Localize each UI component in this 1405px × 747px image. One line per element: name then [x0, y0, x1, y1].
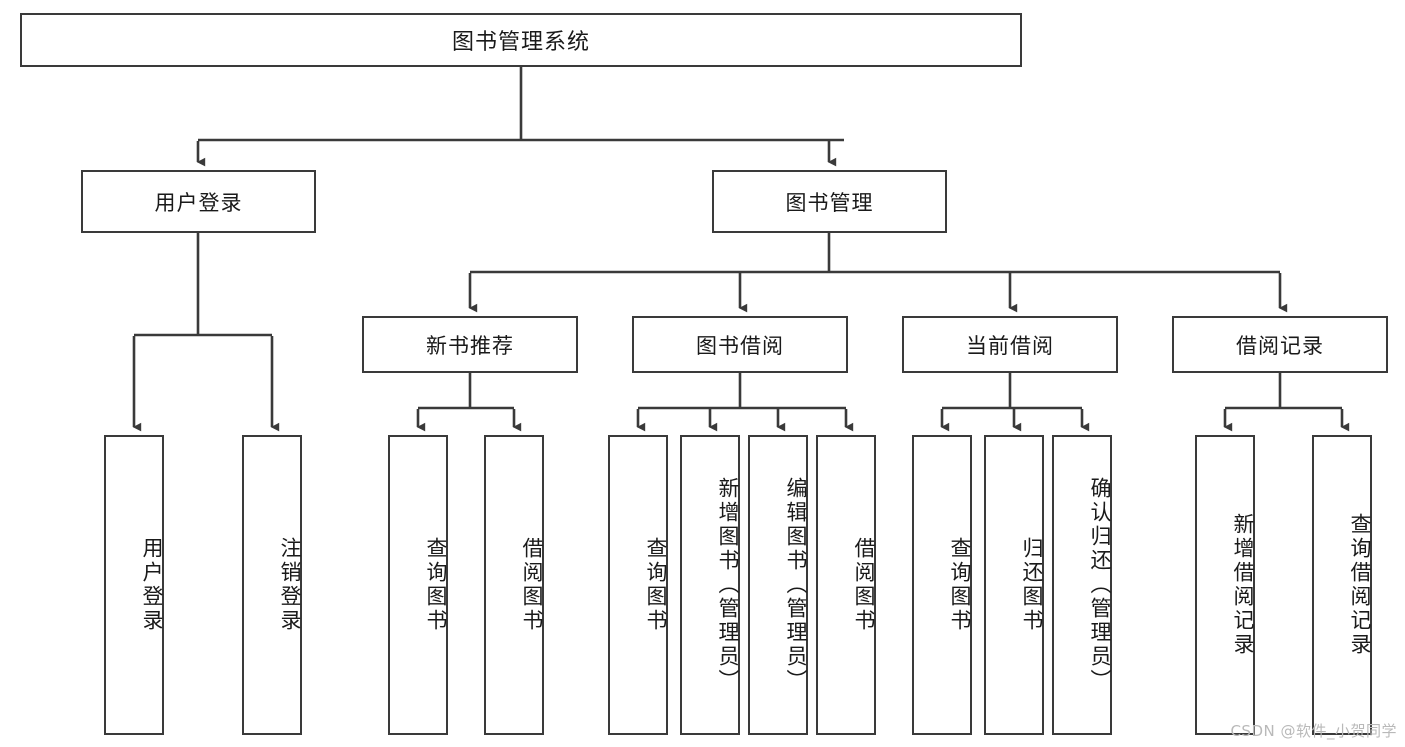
leaf-user-logout[interactable]: 注销登录 [242, 435, 302, 735]
leaf-query-record-label: 查询借阅记录 [1348, 513, 1372, 657]
node-user-login[interactable]: 用户登录 [81, 170, 316, 233]
node-current-borrow[interactable]: 当前借阅 [902, 316, 1118, 373]
leaf-return-book-label: 归还图书 [1020, 537, 1044, 633]
leaf-add-book-label: 新增图书（管理员） [716, 477, 740, 693]
leaf-query-book-3[interactable]: 查询图书 [912, 435, 972, 735]
leaf-confirm-return[interactable]: 确认归还（管理员） [1052, 435, 1112, 735]
node-current-borrow-label: 当前借阅 [966, 333, 1054, 358]
leaf-add-record[interactable]: 新增借阅记录 [1195, 435, 1255, 735]
leaf-confirm-return-label: 确认归还（管理员） [1088, 477, 1112, 693]
node-borrow-record[interactable]: 借阅记录 [1172, 316, 1388, 373]
leaf-user-login-label: 用户登录 [140, 537, 164, 633]
leaf-borrow-book-2-label: 借阅图书 [852, 537, 876, 633]
leaf-query-book-3-label: 查询图书 [948, 537, 972, 633]
leaf-query-book-2[interactable]: 查询图书 [608, 435, 668, 735]
node-book-borrow-label: 图书借阅 [696, 333, 784, 358]
leaf-borrow-book-1-label: 借阅图书 [520, 537, 544, 633]
leaf-borrow-book-1[interactable]: 借阅图书 [484, 435, 544, 735]
node-new-book-recommend[interactable]: 新书推荐 [362, 316, 578, 373]
node-borrow-record-label: 借阅记录 [1236, 333, 1324, 358]
leaf-edit-book[interactable]: 编辑图书（管理员） [748, 435, 808, 735]
watermark: CSDN @软件_小贺同学 [1230, 722, 1397, 740]
node-book-manage-label: 图书管理 [785, 190, 874, 215]
node-root-label: 图书管理系统 [451, 30, 590, 55]
node-book-borrow[interactable]: 图书借阅 [632, 316, 848, 373]
leaf-edit-book-label: 编辑图书（管理员） [784, 477, 808, 693]
leaf-user-logout-label: 注销登录 [278, 537, 302, 633]
leaf-return-book[interactable]: 归还图书 [984, 435, 1044, 735]
leaf-add-record-label: 新增借阅记录 [1231, 513, 1255, 657]
leaf-add-book[interactable]: 新增图书（管理员） [680, 435, 740, 735]
node-user-login-label: 用户登录 [154, 190, 243, 215]
leaf-query-book-1-label: 查询图书 [424, 537, 448, 633]
leaf-user-login[interactable]: 用户登录 [104, 435, 164, 735]
leaf-query-book-1[interactable]: 查询图书 [388, 435, 448, 735]
node-new-book-recommend-label: 新书推荐 [426, 333, 514, 358]
leaf-borrow-book-2[interactable]: 借阅图书 [816, 435, 876, 735]
node-root[interactable]: 图书管理系统 [20, 13, 1022, 67]
leaf-query-record[interactable]: 查询借阅记录 [1312, 435, 1372, 735]
node-book-manage[interactable]: 图书管理 [712, 170, 947, 233]
leaf-query-book-2-label: 查询图书 [644, 537, 668, 633]
